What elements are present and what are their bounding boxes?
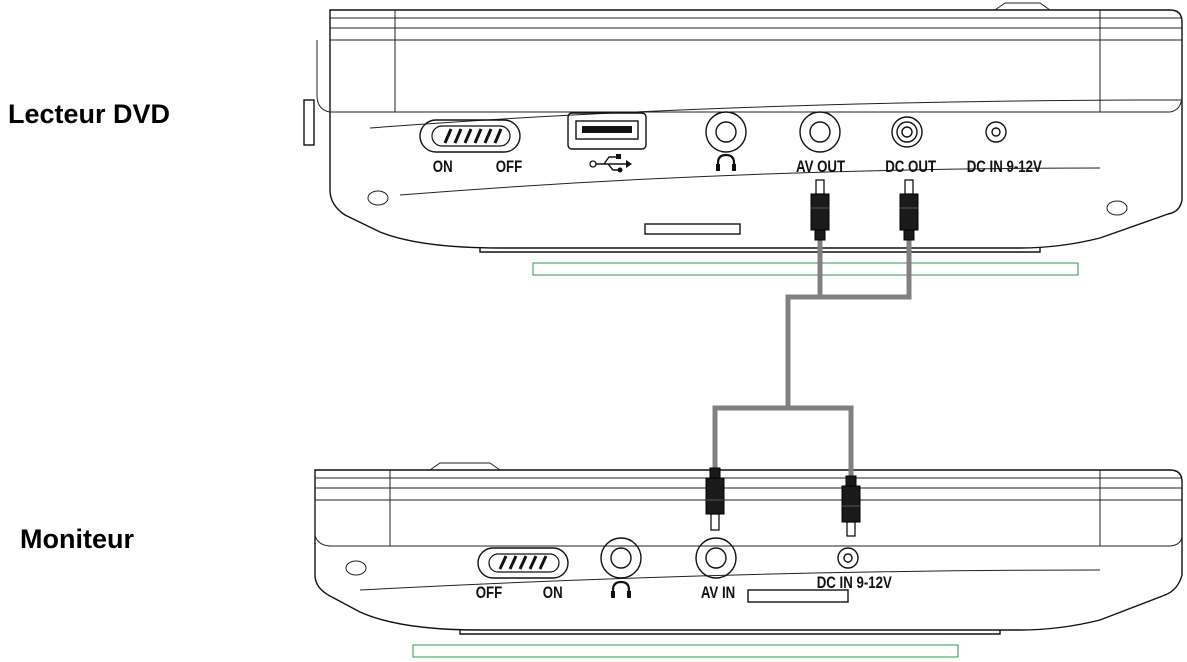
monitor-av-in-jack[interactable]: [695, 537, 737, 579]
dvd-right-foot-hole: [1106, 200, 1128, 216]
dvd-dc-out-jack[interactable]: [891, 116, 923, 148]
y-cable: [705, 179, 919, 537]
monitor-lid: [314, 500, 1183, 547]
dvd-player-title: Lecteur DVD: [8, 99, 170, 129]
monitor-front-curve: [359, 569, 1101, 591]
dvd-dc-in-jack[interactable]: [985, 121, 1007, 143]
monitor-body: [314, 469, 1183, 631]
monitor-stand: [412, 644, 959, 658]
usb-icon: [589, 154, 632, 173]
plug-dvd-dc-out: [899, 179, 919, 241]
dvd-left-foot-hole: [367, 190, 389, 206]
dvd-body: [329, 9, 1183, 249]
dvd-usb-port[interactable]: [567, 112, 647, 150]
plug-dvd-av-out: [810, 179, 830, 241]
dvd-stand: [532, 262, 1079, 276]
dvd-slot: [644, 223, 741, 235]
monitor-title: Moniteur: [20, 524, 134, 554]
monitor-top-button: [429, 462, 501, 471]
dvd-side-knob: [303, 99, 315, 146]
dvd-top-button: [994, 2, 1051, 11]
monitor-av-in-label: AV IN: [701, 584, 735, 603]
headphone-icon: [716, 153, 736, 171]
monitor-power-switch[interactable]: [477, 547, 569, 579]
cable-dc-in-branch: [788, 405, 854, 478]
plug-monitor-dc-in: [841, 475, 861, 537]
monitor-dc-in-jack[interactable]: [837, 547, 859, 569]
monitor-device: OFF ON AV IN DC IN 9-12V: [314, 462, 1183, 658]
dvd-av-out-jack[interactable]: [799, 111, 841, 153]
dvd-av-out-label: AV OUT: [796, 158, 846, 177]
monitor-headphone-jack[interactable]: [600, 537, 642, 579]
dvd-switch-on-label: ON: [433, 158, 453, 177]
plug-monitor-av-in: [705, 467, 725, 531]
dvd-front-lower-curve: [399, 167, 1101, 196]
monitor-dc-in-label: DC IN 9-12V: [817, 574, 893, 593]
cable-dc-out-branch: [788, 240, 912, 300]
dvd-player: ON OFF: [303, 2, 1183, 276]
monitor-top-lines: [315, 477, 1182, 501]
dvd-headphone-jack[interactable]: [705, 111, 747, 153]
monitor-left-foot-hole: [345, 560, 367, 576]
dvd-dc-in-label: DC IN 9-12V: [967, 158, 1043, 177]
headphone-icon: [611, 580, 631, 598]
monitor-switch-on-label: ON: [543, 584, 563, 603]
cable-av-branch: [712, 240, 823, 470]
dvd-top-lines: [330, 17, 1182, 41]
monitor-slot: [747, 589, 849, 603]
dvd-power-switch[interactable]: [419, 119, 521, 153]
monitor-switch-off-label: OFF: [476, 584, 503, 603]
dvd-dc-out-label: DC OUT: [885, 158, 936, 177]
dvd-lid: [316, 40, 1183, 113]
dvd-switch-off-label: OFF: [496, 158, 523, 177]
